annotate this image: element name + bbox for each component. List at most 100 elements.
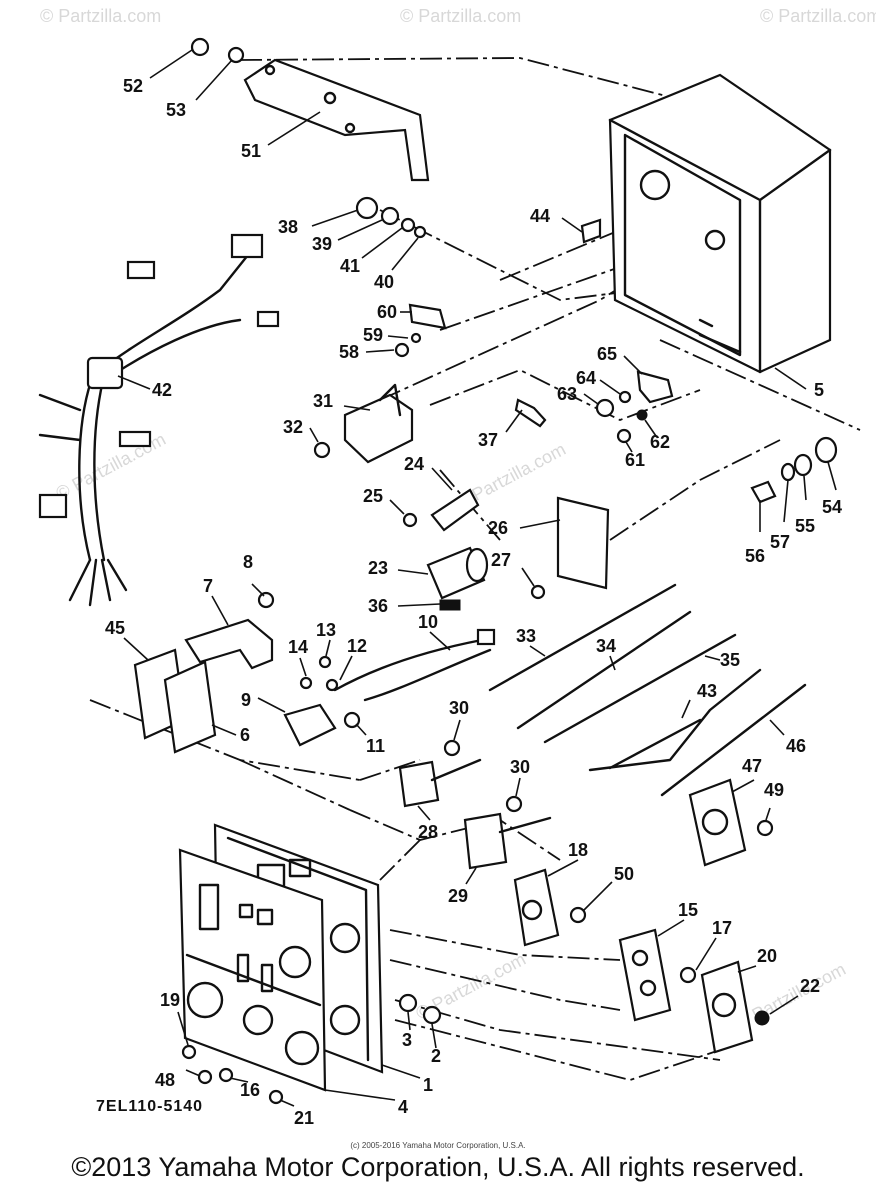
callout-5: 5 xyxy=(814,380,824,400)
callout-58: 58 xyxy=(339,342,359,362)
callout-12: 12 xyxy=(347,636,367,656)
part-63-nut xyxy=(595,398,615,418)
callout-20: 20 xyxy=(757,946,777,966)
callout-35: 35 xyxy=(720,650,740,670)
callout-1: 1 xyxy=(423,1075,433,1095)
callout-26: 26 xyxy=(488,518,508,538)
watermark-text: © Partzilla.com xyxy=(400,6,521,26)
part-14-nut xyxy=(299,676,313,690)
callout-61: 61 xyxy=(625,450,645,470)
part-47-receptacle xyxy=(688,778,747,867)
callout-53: 53 xyxy=(166,100,186,120)
watermark-text: © Partzilla.com xyxy=(732,959,848,1034)
part-54-grommet xyxy=(814,436,838,464)
part-43-lead-set xyxy=(588,668,762,772)
callout-39: 39 xyxy=(312,234,332,254)
callout-59: 59 xyxy=(363,325,383,345)
part-20-receptacle xyxy=(700,960,754,1054)
callout-64: 64 xyxy=(576,368,596,388)
callout-24: 24 xyxy=(404,454,424,474)
part-38-41-fasteners xyxy=(355,196,427,239)
callout-31: 31 xyxy=(313,391,333,411)
callout-63: 63 xyxy=(557,384,577,404)
callout-62: 62 xyxy=(650,432,670,452)
callout-33: 33 xyxy=(516,626,536,646)
part-5-housing xyxy=(608,73,832,374)
callout-6: 6 xyxy=(240,725,250,745)
callout-44: 44 xyxy=(530,206,550,226)
watermark-text: © Partzilla.com xyxy=(52,429,168,504)
callout-52: 52 xyxy=(123,76,143,96)
callout-16: 16 xyxy=(240,1080,260,1100)
callout-49: 49 xyxy=(764,780,784,800)
part-62-nut xyxy=(636,409,648,421)
part-3-nut xyxy=(398,993,418,1013)
callout-29: 29 xyxy=(448,886,468,906)
part-51-bracket xyxy=(243,58,430,182)
callout-42: 42 xyxy=(152,380,172,400)
part-11-nut xyxy=(343,711,361,729)
part-21-screw xyxy=(268,1089,284,1105)
part-60-plate xyxy=(408,303,447,330)
part-10-wire-lead xyxy=(333,628,496,702)
part-57-washer xyxy=(780,462,796,482)
part-48-screw xyxy=(197,1069,213,1085)
copyright-small: (c) 2005-2016 Yamaha Motor Corporation, … xyxy=(350,1141,526,1150)
part-2-knob xyxy=(422,1005,442,1025)
callout-60: 60 xyxy=(377,302,397,322)
callout-46: 46 xyxy=(786,736,806,756)
part-30-nut-lower xyxy=(505,795,523,813)
part-30-nut-upper xyxy=(443,739,461,757)
diagram-code: 7EL110-5140 xyxy=(96,1098,204,1115)
callout-10: 10 xyxy=(418,612,438,632)
callout-54: 54 xyxy=(822,497,842,517)
part-9-switch xyxy=(283,703,337,747)
callout-19: 19 xyxy=(160,990,180,1010)
callout-34: 34 xyxy=(596,636,616,656)
callout-47: 47 xyxy=(742,756,762,776)
callout-41: 41 xyxy=(340,256,360,276)
watermark-text: © Partzilla.com xyxy=(40,6,161,26)
part-46-lead xyxy=(660,683,807,797)
callout-50: 50 xyxy=(614,864,634,884)
part-33-lead xyxy=(488,583,677,692)
callout-36: 36 xyxy=(368,596,388,616)
callout-4: 4 xyxy=(398,1097,408,1117)
part-49-nut xyxy=(756,819,774,837)
part-56-bolt xyxy=(750,480,777,504)
part-23-capacitor xyxy=(426,546,489,600)
callout-labels: 52 53 51 38 39 41 40 44 60 59 58 42 5 65… xyxy=(105,76,842,1128)
watermark-text: © Partzilla.com xyxy=(760,6,876,26)
part-26-cover-plate xyxy=(556,496,610,590)
leader-lines xyxy=(117,49,837,1107)
callout-56: 56 xyxy=(745,546,765,566)
callout-14: 14 xyxy=(288,637,308,657)
part-50-nut xyxy=(569,906,587,924)
callout-28: 28 xyxy=(418,822,438,842)
part-37-bolt xyxy=(514,398,547,428)
callout-38: 38 xyxy=(278,217,298,237)
callout-11: 11 xyxy=(366,736,385,756)
callout-65: 65 xyxy=(597,344,617,364)
part-13-screw xyxy=(318,655,332,669)
callout-32: 32 xyxy=(283,417,303,437)
callout-48: 48 xyxy=(155,1070,175,1090)
part-22-nut xyxy=(754,1010,770,1026)
part-65-bracket xyxy=(636,370,674,404)
part-7-bracket xyxy=(184,618,274,670)
copyright-footer: ©2013 Yamaha Motor Corporation, U.S.A. A… xyxy=(71,1152,805,1182)
callout-8: 8 xyxy=(243,552,253,572)
callout-7: 7 xyxy=(203,576,213,596)
part-24-clamp xyxy=(430,488,480,532)
callout-15: 15 xyxy=(678,900,698,920)
callout-40: 40 xyxy=(374,272,394,292)
callout-43: 43 xyxy=(697,681,717,701)
callout-25: 25 xyxy=(363,486,383,506)
part-18-receptacle xyxy=(513,868,560,947)
callout-37: 37 xyxy=(478,430,498,450)
part-31-relay xyxy=(343,383,414,464)
part-59-washer xyxy=(410,332,422,344)
part-25-screw xyxy=(402,512,418,528)
